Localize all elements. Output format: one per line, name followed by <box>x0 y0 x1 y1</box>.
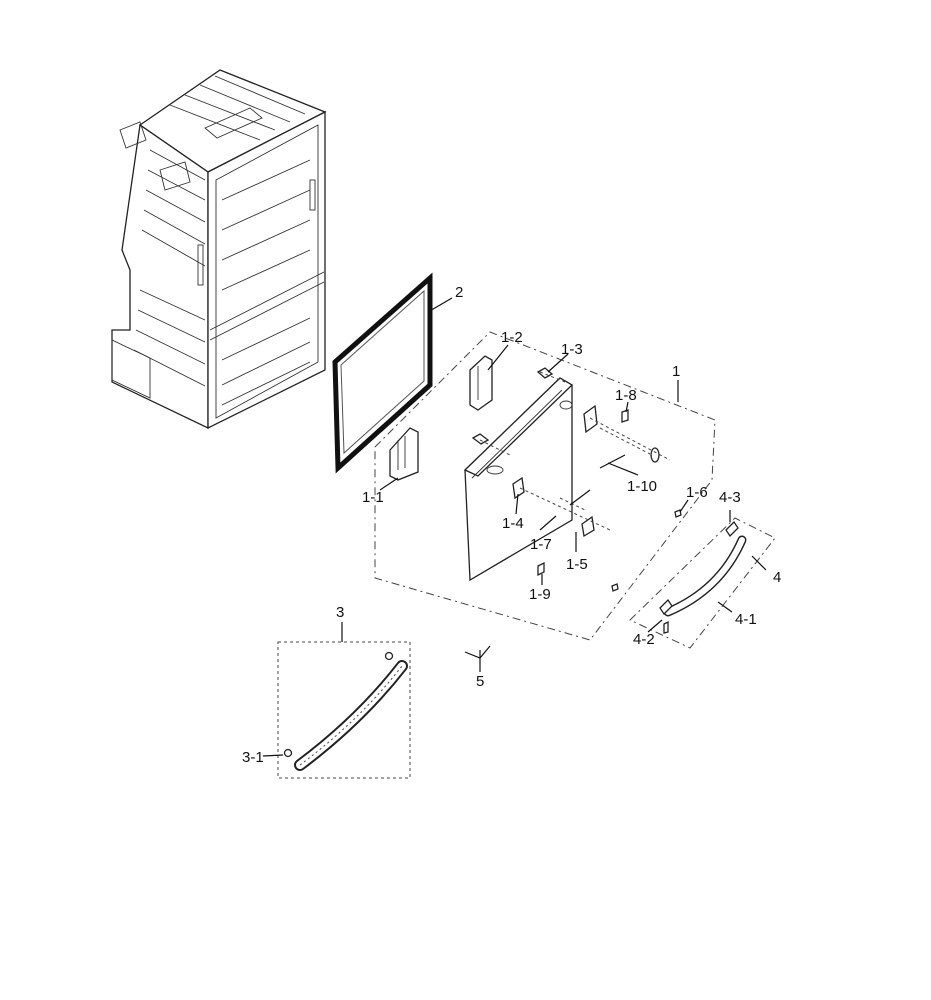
refrigerator-cabinet <box>111 69 327 430</box>
label-1-8: 1-8 <box>615 387 637 404</box>
drawer-rail <box>283 651 408 771</box>
handle-assembly-boundary <box>629 517 776 649</box>
door-handle <box>659 520 747 634</box>
label-2: 2 <box>455 284 463 301</box>
label-5: 5 <box>476 673 484 690</box>
label-1-7: 1-7 <box>530 536 552 553</box>
label-1-6: 1-6 <box>686 484 708 501</box>
door-gasket <box>332 272 433 474</box>
label-1-4: 1-4 <box>502 515 524 532</box>
clip-part <box>464 645 491 659</box>
label-1-10: 1-10 <box>627 478 657 495</box>
assembly-1-boundary <box>374 331 716 641</box>
label-3: 3 <box>336 604 344 621</box>
rail-assembly-boundary <box>277 641 411 779</box>
label-4: 4 <box>773 569 781 586</box>
label-3-1: 3-1 <box>242 749 264 766</box>
label-1: 1 <box>672 363 680 380</box>
label-1-3: 1-3 <box>561 341 583 358</box>
label-1-1: 1-1 <box>362 489 384 506</box>
label-1-5: 1-5 <box>566 556 588 573</box>
leader-lines <box>262 297 767 757</box>
part-labels: 2 1-2 1-3 1 1-8 1-10 1-6 1-1 1-4 4-3 1-7… <box>242 284 781 766</box>
bracket-left <box>389 427 419 481</box>
label-4-2: 4-2 <box>633 631 655 648</box>
label-4-1: 4-1 <box>735 611 757 628</box>
label-1-2: 1-2 <box>501 329 523 346</box>
freezer-drawer-panel <box>463 377 574 582</box>
label-1-9: 1-9 <box>529 586 551 603</box>
label-4-3: 4-3 <box>719 489 741 506</box>
assembly-axis-lines <box>479 371 671 531</box>
bracket-right <box>469 355 493 411</box>
